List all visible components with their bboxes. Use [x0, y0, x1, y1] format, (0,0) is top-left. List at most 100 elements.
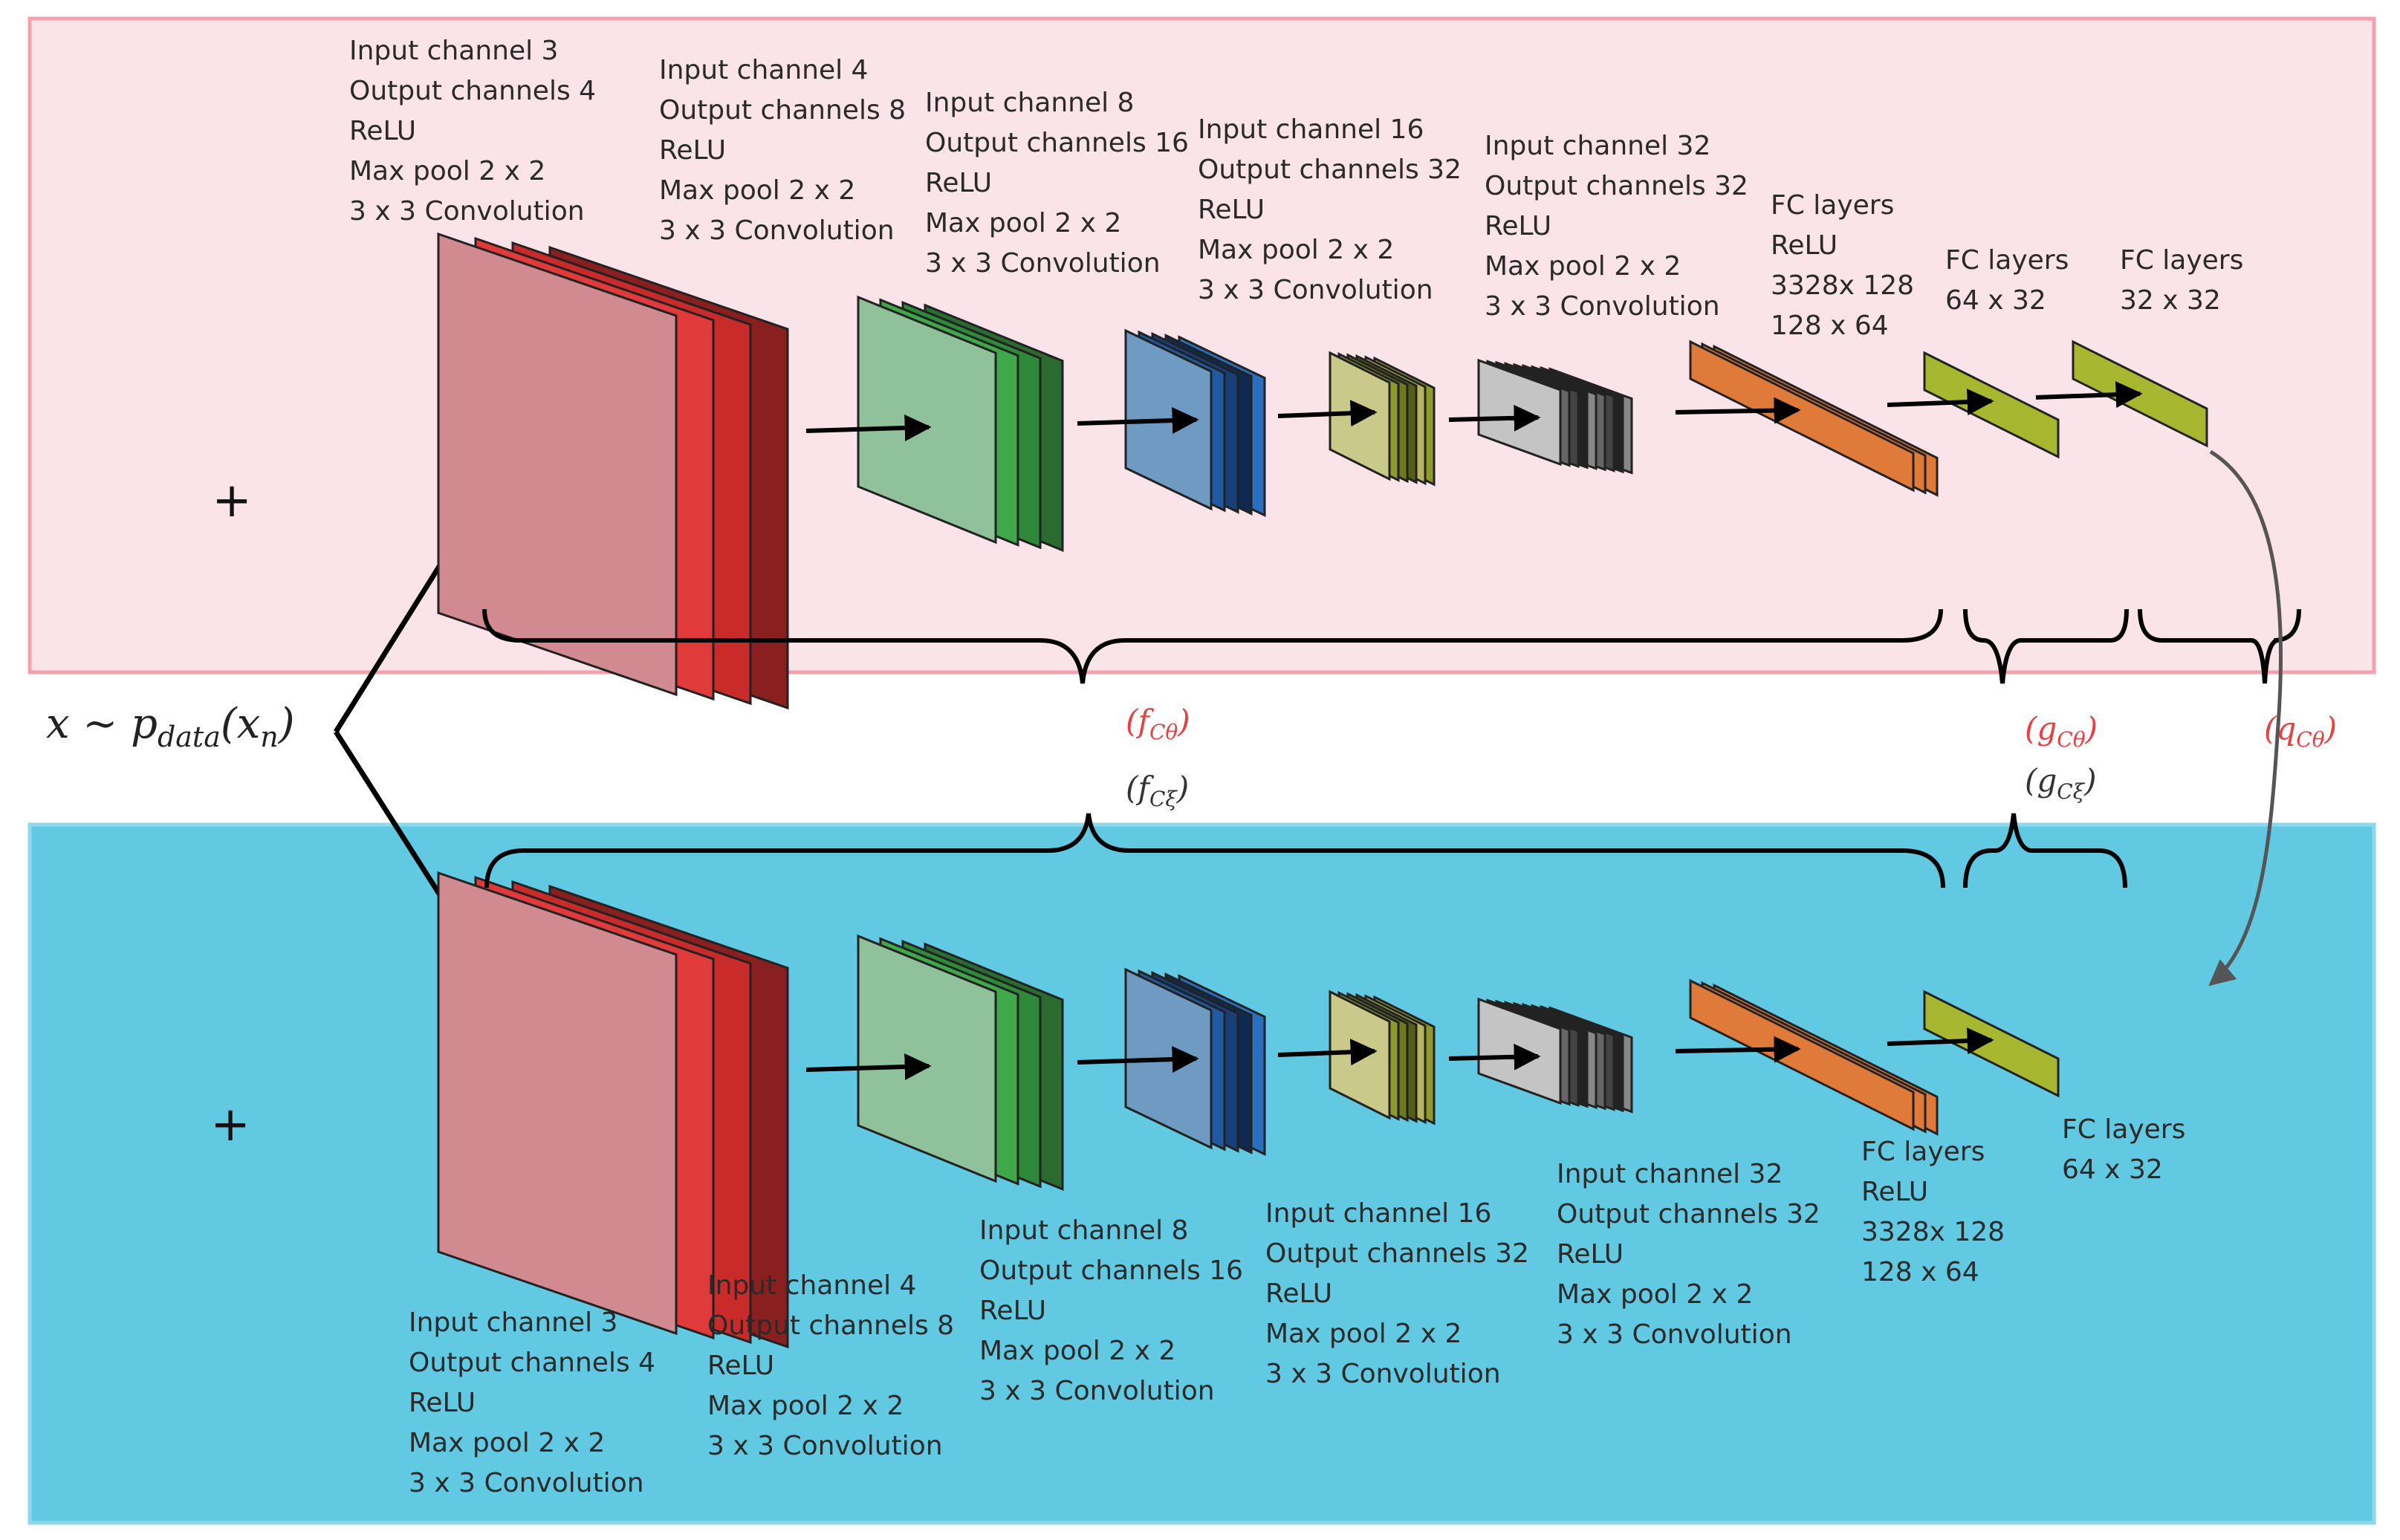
flow-arrow [1277, 1039, 1378, 1066]
layer-spec-line: ReLU [1485, 211, 1551, 241]
layer-spec-line: ReLU [979, 1296, 1046, 1326]
g-xi-label: (gCξ) [2025, 762, 2097, 804]
flow-arrow [1077, 1046, 1199, 1073]
layer-spec-line: Output channels 8 [659, 95, 906, 126]
layer-spec-line: Output channels 32 [1485, 171, 1748, 201]
layer-spec-line: FC layers [1861, 1137, 1985, 1167]
layer-spec-line: 3328x 128 [1861, 1217, 2005, 1247]
bottom-branch-layers [437, 871, 2060, 1349]
layer-spec-line: Input channel 16 [1265, 1198, 1491, 1229]
orange-fc-layer-icon [1689, 339, 1939, 497]
feedback-arrow [2208, 449, 2283, 987]
layer-spec-line: Input channel 3 [349, 36, 558, 66]
layer-spec-line: Output channels 16 [979, 1255, 1243, 1286]
layer-spec-line: Output channels 32 [1265, 1238, 1529, 1269]
layer-spec-line: ReLU [1771, 230, 1838, 261]
layer-spec-line: Input channel 8 [979, 1215, 1188, 1246]
red-feature-maps-icon-plate [437, 232, 678, 697]
flow-arrow [1077, 407, 1199, 435]
flow-arrow [1887, 1027, 1994, 1055]
layer-spec-line: 3328x 128 [1771, 270, 1914, 301]
layer-spec-line: Max pool 2 x 2 [1557, 1279, 1753, 1310]
conv-block-5-label: Input channel 32 Output channels 32 ReLU Ma… [1485, 131, 1748, 322]
layer-spec-line: Output channels 16 [925, 128, 1189, 158]
layer-spec-line: Input channel 32 [1485, 131, 1710, 161]
layer-spec-line: FC layers [2120, 245, 2243, 276]
layer-spec-line: Max pool 2 x 2 [1485, 251, 1681, 282]
layer-spec-line: 128 x 64 [1861, 1257, 1979, 1287]
layer-spec-line: 3 x 3 Convolution [1485, 291, 1720, 322]
layer-spec-line: Input channel 4 [659, 55, 868, 85]
conv-block-2-label: Input channel 4 Output channels 8 ReLU Max … [707, 1270, 954, 1461]
fc-block-3-label: FC layers 32 x 32 [2120, 245, 2243, 316]
layer-spec-line: ReLU [1557, 1239, 1624, 1270]
layer-spec-line: ReLU [1861, 1177, 1928, 1207]
layer-spec-line: Input channel 32 [1557, 1159, 1783, 1189]
layer-spec-line: ReLU [659, 135, 726, 166]
f-xi-label: (fCξ) [1126, 770, 1189, 811]
bottom-brace-f [484, 813, 1945, 888]
layer-spec-line: 3 x 3 Convolution [409, 1468, 644, 1498]
encoder-theta-panel [27, 16, 2376, 675]
layer-spec-line: 3 x 3 Convolution [925, 248, 1161, 279]
flow-arrow [1448, 1043, 1541, 1070]
layer-spec-line: Input channel 4 [707, 1270, 916, 1301]
layer-spec-line: ReLU [349, 116, 416, 146]
layer-spec-line: Max pool 2 x 2 [349, 156, 545, 186]
flow-arrow [1448, 404, 1541, 432]
layer-spec-line: Output channels 4 [409, 1348, 655, 1378]
flow-arrow [1887, 389, 1994, 416]
layer-spec-line: 3 x 3 Convolution [659, 215, 895, 246]
red-feature-maps-icon [437, 232, 789, 710]
fc-block-2-label: FC layers 64 x 32 [2062, 1114, 2185, 1185]
input-distribution-label: x ~ pdata(xn) [46, 700, 295, 753]
green-feature-maps-icon [857, 934, 1064, 1192]
layer-spec-line: 128 x 64 [1771, 311, 1889, 341]
layer-spec-line: 32 x 32 [2120, 285, 2221, 316]
layer-spec-line: 3 x 3 Convolution [1557, 1319, 1792, 1350]
top-brace-g [1963, 608, 2129, 684]
layer-spec-line: 64 x 32 [2062, 1154, 2163, 1185]
blue-feature-maps-icon [1124, 328, 1266, 518]
layer-spec-line: 3 x 3 Convolution [707, 1431, 943, 1461]
g-theta-label: (gCθ) [2025, 710, 2098, 752]
flow-arrow [1675, 397, 1801, 424]
layer-spec-line: ReLU [707, 1351, 774, 1381]
red-feature-maps-icon-plate [437, 871, 678, 1336]
flow-arrow [2035, 381, 2143, 409]
layer-spec-line: Max pool 2 x 2 [979, 1336, 1175, 1366]
layer-spec-line: ReLU [1265, 1279, 1332, 1309]
orange-fc-layer-icon [1689, 978, 1939, 1136]
layer-spec-line: 3 x 3 Convolution [1265, 1359, 1501, 1389]
conv-block-1-label: Input channel 3 Output channels 4 ReLU Max … [409, 1307, 655, 1498]
layer-spec-line: ReLU [409, 1388, 476, 1418]
layer-spec-line: Max pool 2 x 2 [409, 1428, 605, 1458]
layer-spec-line: Input channel 8 [925, 88, 1134, 118]
gray-feature-maps-icon [1477, 997, 1633, 1114]
layer-spec-line: FC layers [2062, 1114, 2185, 1145]
q-theta-label: (qCθ) [2264, 710, 2337, 752]
layer-spec-line: Max pool 2 x 2 [659, 175, 855, 206]
conv-block-4-label: Input channel 16 Output channels 32 ReLU Ma… [1265, 1198, 1529, 1389]
layer-spec-line: Input channel 3 [409, 1307, 617, 1338]
layer-spec-line: 3 x 3 Convolution [349, 196, 585, 227]
flow-arrow [805, 414, 932, 441]
top-plus-sign: + [212, 473, 252, 528]
olive-feature-maps-icon [1329, 351, 1436, 487]
conv-block-2-label: Input channel 4 Output channels 8 ReLU Max … [659, 55, 906, 246]
layer-spec-line: Output channels 32 [1557, 1199, 1820, 1229]
layer-spec-line: 3 x 3 Convolution [979, 1376, 1215, 1406]
layer-spec-line: Output channels 8 [707, 1310, 954, 1341]
layer-spec-line: Max pool 2 x 2 [1265, 1319, 1462, 1349]
bottom-branch-labels: Input channel 3 Output channels 4 ReLU Max … [409, 1114, 2185, 1498]
layer-spec-line: Max pool 2 x 2 [707, 1391, 904, 1421]
top-brace-q [2138, 608, 2301, 684]
gray-feature-maps-icon [1477, 358, 1633, 475]
conv-block-3-label: Input channel 8 Output channels 16 ReLU Max… [979, 1215, 1243, 1406]
